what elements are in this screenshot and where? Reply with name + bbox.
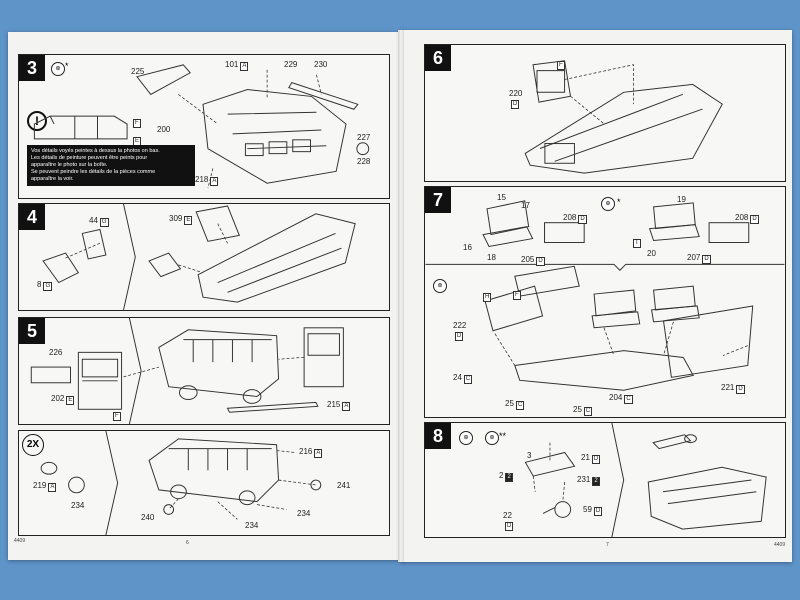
part-label: F — [113, 412, 121, 421]
step-number: 4 — [19, 204, 45, 230]
star-mark: ** — [499, 431, 507, 441]
step-8-drawing — [524, 423, 767, 537]
page-number: 7 — [606, 542, 609, 548]
step-5-drawing — [30, 318, 344, 424]
step-number: 3 — [19, 55, 45, 81]
part-label: 234 — [297, 509, 311, 518]
step-number: 6 — [425, 45, 451, 71]
part-label: 234 — [71, 501, 85, 510]
part-label: 228 — [357, 157, 371, 166]
page-fold — [398, 30, 404, 562]
step-3-drawing — [33, 64, 370, 189]
part-label: 16 — [463, 243, 472, 252]
page-number: 6 — [186, 540, 189, 546]
part-label: 230 — [314, 60, 328, 69]
part-label: F — [513, 291, 521, 300]
star-mark: * — [65, 61, 69, 71]
warning-icon: ! — [27, 111, 47, 131]
paint-icon: ⊛ — [601, 197, 615, 211]
step-number: 7 — [425, 187, 451, 213]
part-label: 227 — [357, 133, 371, 142]
part-label: F — [557, 61, 565, 70]
part-label: 15 — [497, 193, 506, 202]
part-label: 18 — [487, 253, 496, 262]
part-label: 200 — [157, 125, 171, 134]
star-mark: * — [617, 197, 621, 207]
step-4-drawing — [42, 204, 356, 310]
part-label: 3 — [527, 451, 532, 460]
part-label: 19 — [677, 195, 686, 204]
step-number: 2X — [22, 434, 44, 456]
paint-icon: ⊛ — [51, 62, 65, 76]
step-7-drawing — [425, 200, 785, 391]
paint-instruction-note: Vos détails voyés peintes à dessus la ph… — [27, 145, 195, 186]
catalog-code: 4409 — [774, 542, 786, 548]
step-number: 5 — [19, 318, 45, 344]
step-6-drawing — [524, 60, 723, 174]
part-label: 225 — [131, 67, 145, 76]
part-label: F — [133, 119, 141, 128]
part-label: T — [633, 239, 641, 248]
part-label: 20 — [647, 249, 656, 258]
paint-icon: ⊛ — [433, 279, 447, 293]
part-label: 240 — [141, 513, 155, 522]
part-label: 241 — [337, 481, 351, 490]
part-label: 234 — [245, 521, 259, 530]
part-label: H — [483, 293, 492, 302]
catalog-code: 4409 — [14, 538, 26, 544]
part-label: 229 — [284, 60, 298, 69]
step-number: 8 — [425, 423, 451, 449]
part-label: 226 — [49, 348, 63, 357]
part-label: 17 — [521, 201, 530, 210]
step-2x-drawing — [40, 431, 322, 535]
paint-icon: ⊛ — [485, 431, 499, 445]
paint-icon: ⊛ — [459, 431, 473, 445]
